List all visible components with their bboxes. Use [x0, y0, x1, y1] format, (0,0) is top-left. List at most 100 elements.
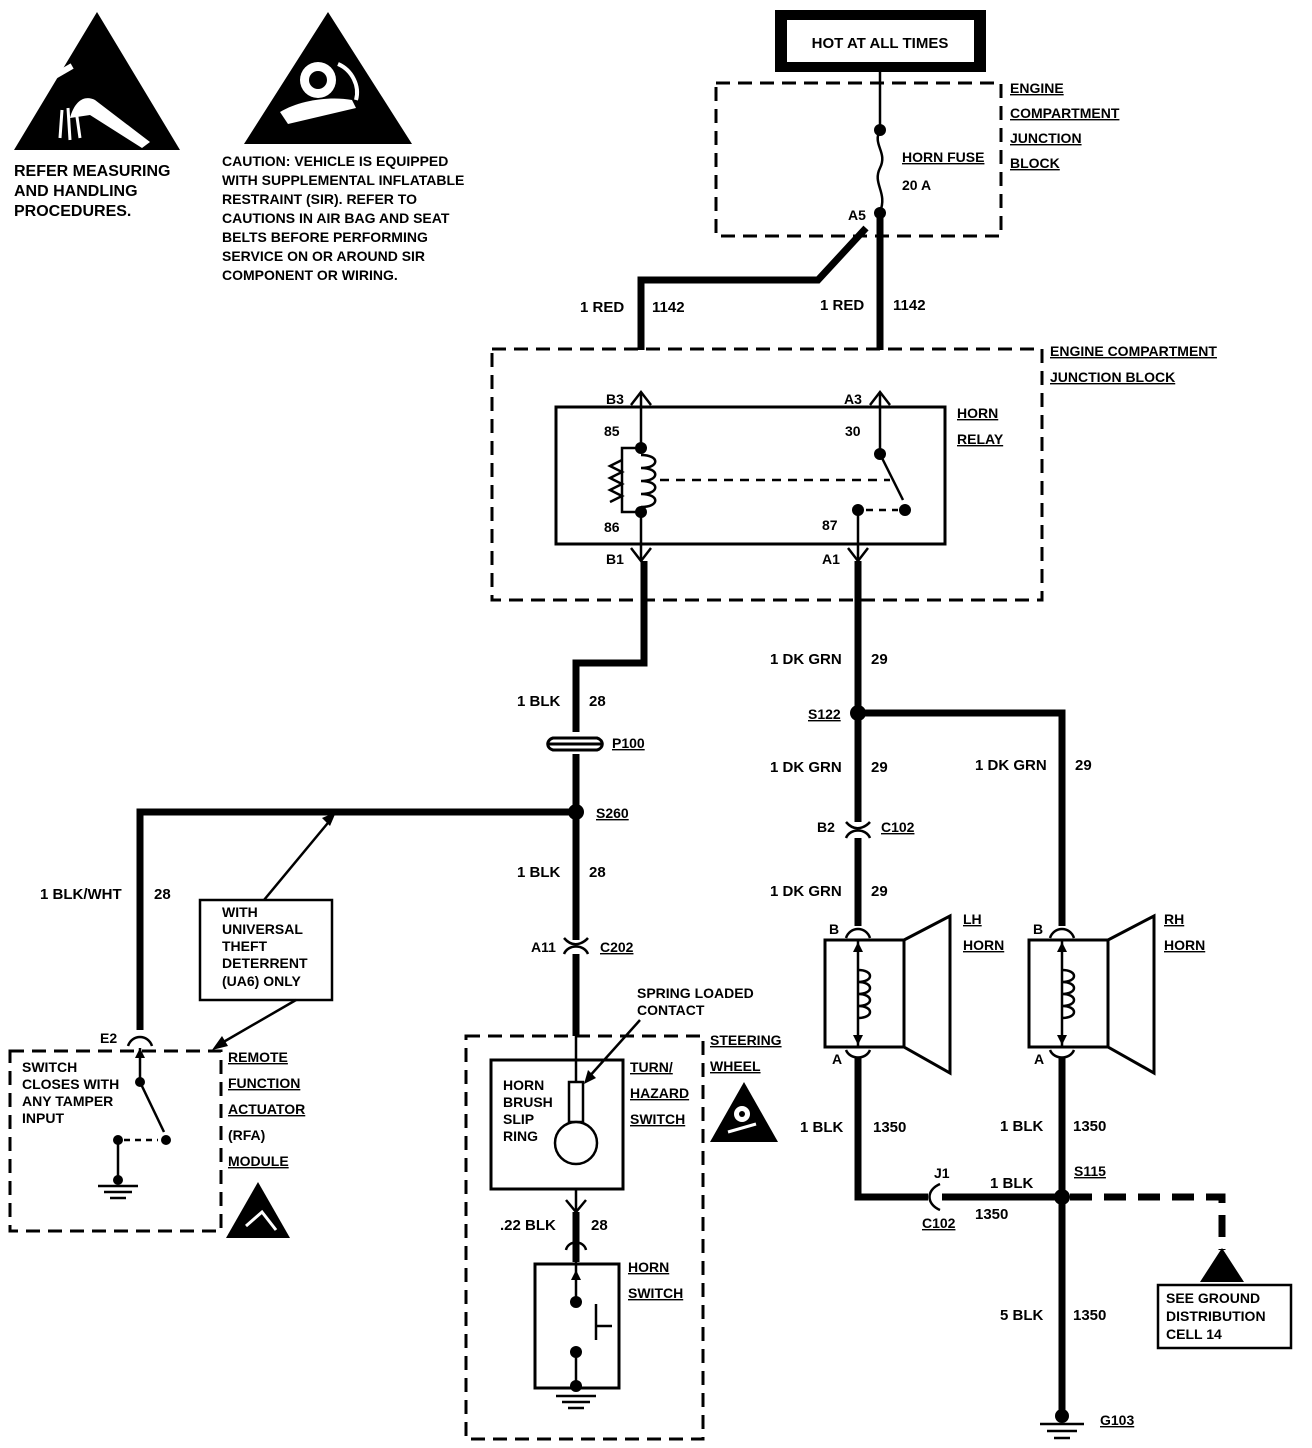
rfa-switch-line-4: INPUT	[22, 1110, 64, 1126]
c102-connector-icon	[844, 829, 872, 839]
ground-ref-line-1: SEE GROUND	[1166, 1290, 1260, 1306]
relay-coil-icon	[640, 453, 657, 509]
dkgrn-lh-lower-size: 1 DK GRN	[770, 883, 842, 900]
relay-junction-block-outline	[490, 347, 1044, 602]
steering-wheel-outline	[464, 1034, 705, 1441]
c102-pin: B2	[817, 819, 835, 835]
dkgrn-rh-size: 1 DK GRN	[975, 757, 1047, 774]
rh-gnd-circuit: 1350	[1073, 1118, 1106, 1135]
c202-pin: A11	[531, 939, 556, 955]
pin-b3: B3	[606, 391, 624, 407]
c102-wire-size: 1 BLK	[990, 1175, 1034, 1192]
s115-label: S115	[1074, 1163, 1106, 1179]
uatd-line-4: DETERRENT	[222, 955, 308, 971]
s115-splice	[1054, 1189, 1070, 1205]
rh-horn-b-connector	[1048, 927, 1076, 939]
rfa-tamper-switch	[138, 1081, 166, 1133]
dkgrn-out-size: 1 DK GRN	[770, 651, 842, 668]
lh-gnd-size: 1 BLK	[800, 1119, 844, 1136]
blk-mid-circuit: 28	[589, 864, 606, 881]
uatd-line-1: WITH	[222, 904, 258, 920]
rfa-module-outline	[8, 1049, 223, 1233]
main-gnd-size: 5 BLK	[1000, 1307, 1044, 1324]
horn-brush-slip-ring-icon	[553, 1080, 599, 1166]
blk-wht-wire-rfa	[136, 808, 576, 1030]
sir-line-2: WITH SUPPLEMENTAL INFLATABLE	[222, 172, 464, 188]
turn-line-3: SWITCH	[630, 1111, 685, 1127]
rfa-switch-line-1: SWITCH	[22, 1059, 77, 1075]
rfa-title-4: (RFA)	[228, 1127, 265, 1143]
red-left-circuit: 1142	[652, 299, 685, 316]
s122-label: S122	[808, 706, 841, 722]
terminal-85: 85	[604, 423, 620, 439]
lh-horn-label-2: HORN	[963, 937, 1004, 953]
c102b-label: C102	[922, 1215, 956, 1231]
uatd-line-5: (UA6) ONLY	[222, 973, 301, 989]
pin-a1: A1	[822, 551, 840, 567]
sir-line-4: CAUTIONS IN AIR BAG AND SEAT	[222, 210, 450, 226]
steering-line-2: WHEEL	[710, 1058, 761, 1074]
uatd-note-box	[198, 898, 334, 1002]
sir-line-7: COMPONENT OR WIRING.	[222, 267, 398, 283]
horn-relay-box	[554, 405, 947, 546]
blk-wire-relay-to-p100	[572, 561, 648, 732]
horn-switch-line-2: SWITCH	[628, 1285, 683, 1301]
horn-relay-label-1: HORN	[957, 405, 998, 421]
steering-sir-warning-icon	[710, 1082, 778, 1142]
rh-horn-coil-icon	[1061, 968, 1076, 1020]
uatd-line-2: UNIVERSAL	[222, 921, 303, 937]
rh-horn-b: B	[1033, 921, 1043, 937]
j1-label: J1	[934, 1165, 950, 1181]
sir-line-3: RESTRAINT (SIR). REFER TO	[222, 191, 417, 207]
dkgrn-lh-upper-size: 1 DK GRN	[770, 759, 842, 776]
red-wire-left	[637, 225, 869, 350]
slip-line-1: HORN	[503, 1077, 544, 1093]
fuse-pin-a5: A5	[848, 207, 866, 223]
terminal-86: 86	[604, 519, 620, 535]
slip-line-3: SLIP	[503, 1111, 534, 1127]
dkgrn-lh-upper-circuit: 29	[871, 759, 888, 776]
ground-ref-line-2: DISTRIBUTION	[1166, 1308, 1266, 1324]
pin-a3: A3	[844, 391, 862, 407]
sir-line-1: CAUTION: VEHICLE IS EQUIPPED	[222, 153, 448, 169]
g103-label: G103	[1100, 1412, 1134, 1428]
blk-top-size: 1 BLK	[517, 693, 561, 710]
horn-fuse-icon	[876, 129, 884, 213]
red-left-size: 1 RED	[580, 299, 624, 316]
c202-label: C202	[600, 939, 634, 955]
rfa-switch-line-3: ANY TAMPER	[22, 1093, 113, 1109]
rh-horn-a: A	[1034, 1051, 1044, 1067]
esd-line-3: PROCEDURES.	[14, 203, 131, 220]
horn-switch-plunger-icon	[594, 1304, 612, 1340]
esd-line-1: REFER MEASURING	[14, 163, 170, 180]
ground-distribution-arrow-icon	[1200, 1248, 1244, 1282]
c102-wire-circuit: 1350	[975, 1206, 1008, 1223]
steering-line-1: STEERING	[710, 1032, 782, 1048]
blk-top-circuit: 28	[589, 693, 606, 710]
lh-horn-bell-icon	[902, 913, 952, 1076]
slip-line-2: BRUSH	[503, 1094, 553, 1110]
rh-horn-a-connector	[1048, 1049, 1076, 1059]
fuse-rating: 20 A	[902, 177, 931, 193]
turn-line-2: HAZARD	[630, 1085, 689, 1101]
rfa-title-1: REMOTE	[228, 1049, 288, 1065]
ground-ref-box	[1156, 1283, 1293, 1350]
e2-label: E2	[100, 1030, 117, 1046]
uatd-pointer-down	[219, 998, 297, 1046]
esd-warning-icon	[14, 12, 180, 150]
turn-line-1: TURN/	[630, 1059, 673, 1075]
rfa-wire-size: 1 BLK/WHT	[40, 886, 122, 903]
terminal-30: 30	[845, 423, 861, 439]
rfa-esd-warning-icon	[226, 1182, 290, 1238]
lh-gnd-circuit: 1350	[873, 1119, 906, 1136]
main-gnd-circuit: 1350	[1073, 1307, 1106, 1324]
rh-horn-bell-icon	[1106, 913, 1156, 1076]
dkgrn-out-circuit: 29	[871, 651, 888, 668]
e2-connector-icon	[126, 1035, 154, 1047]
g103-ground-icon	[1040, 1422, 1084, 1440]
rh-horn-label-1: RH	[1164, 911, 1184, 927]
blk-mid-size: 1 BLK	[517, 864, 561, 881]
fuse-block-title-4: BLOCK	[1010, 155, 1060, 171]
fuse-block-title-3: JUNCTION	[1010, 130, 1082, 146]
